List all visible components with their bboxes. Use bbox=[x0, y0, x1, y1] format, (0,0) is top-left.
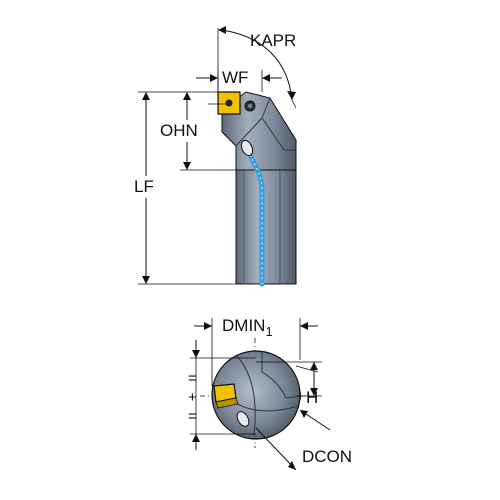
dcon-label: DCON bbox=[302, 447, 352, 466]
end-insert-icon bbox=[213, 383, 239, 409]
wf-label: WF bbox=[222, 68, 248, 87]
clamp-screw-icon bbox=[244, 100, 256, 112]
coolant-outlet bbox=[240, 139, 254, 157]
equal-top-mark: = bbox=[188, 370, 197, 387]
kapr-label: KAPR bbox=[250, 31, 296, 50]
side-view: KAPR WF OHN LF bbox=[134, 26, 297, 287]
cutting-insert-icon bbox=[217, 91, 241, 115]
end-view: DMIN1 = = + H + DCON bbox=[188, 316, 352, 471]
equal-bottom-mark: = bbox=[188, 408, 197, 425]
kapr-arc bbox=[221, 29, 293, 101]
dmin-text: DMIN bbox=[222, 316, 265, 335]
dmin-label: DMIN1 bbox=[222, 316, 273, 339]
plus-right-mark: + bbox=[296, 388, 305, 405]
lf-label: LF bbox=[134, 177, 154, 196]
plus-left-mark: + bbox=[188, 389, 197, 406]
shank-end-circle bbox=[211, 350, 301, 440]
end-coolant-hole bbox=[236, 411, 250, 427]
ohn-label: OHN bbox=[160, 121, 198, 140]
h-label: H bbox=[306, 388, 318, 407]
dmin-subscript: 1 bbox=[265, 324, 272, 339]
tool-shank bbox=[235, 169, 297, 285]
